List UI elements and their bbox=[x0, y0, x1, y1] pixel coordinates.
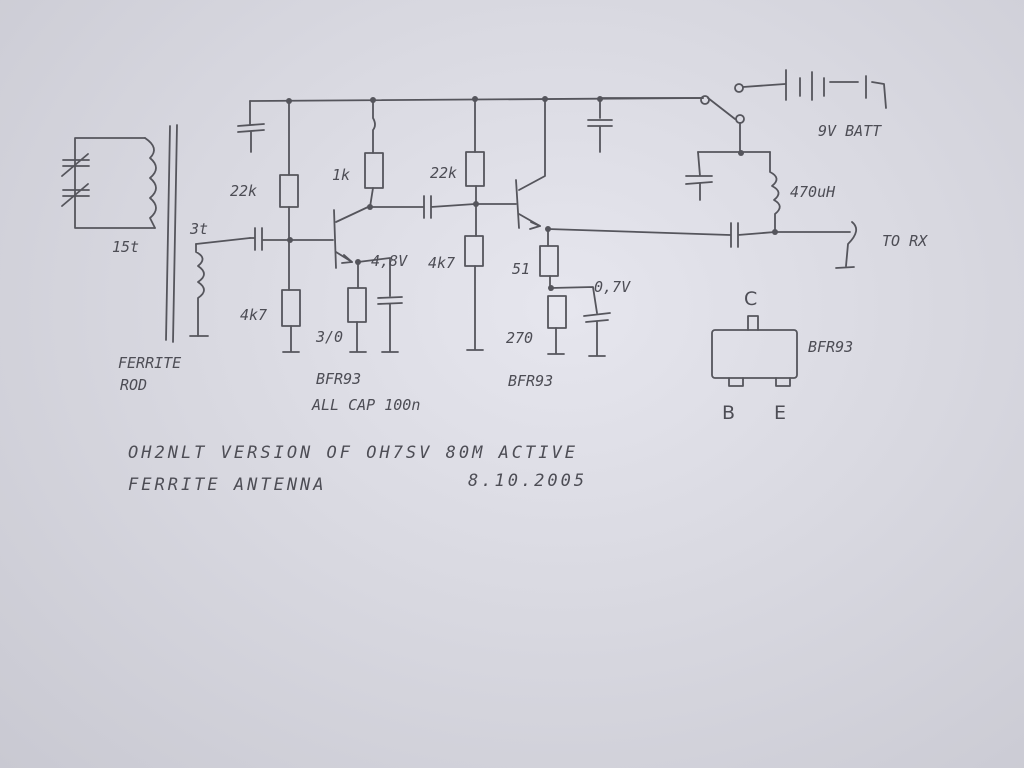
label-rod: ROD bbox=[120, 376, 147, 394]
label-51: 51 bbox=[512, 260, 530, 278]
label-0-7v: 0,7V bbox=[594, 278, 631, 296]
label-ferrite: FERRITE bbox=[118, 354, 181, 372]
label-15t: 15t bbox=[112, 238, 139, 256]
label-bfr93-2: BFR93 bbox=[508, 372, 553, 390]
pin-c-label: C bbox=[744, 288, 757, 310]
label-310: 3/0 bbox=[315, 328, 343, 346]
ferrite-rod bbox=[165, 124, 178, 343]
pin-e-label: E bbox=[774, 402, 786, 424]
supply-rail bbox=[237, 96, 704, 153]
label-22k-1: 22k bbox=[230, 182, 257, 200]
label-1k: 1k bbox=[332, 166, 350, 184]
battery-and-choke bbox=[599, 69, 887, 269]
label-9v-batt: 9V BATT bbox=[818, 122, 882, 140]
stage-2 bbox=[464, 98, 776, 357]
title-date: 8.10.2005 bbox=[468, 471, 587, 491]
title-line-2: FERRITE ANTENNA bbox=[128, 475, 327, 495]
label-4k7-2: 4k7 bbox=[428, 254, 455, 272]
label-4k7-1: 4k7 bbox=[240, 306, 267, 324]
label-3t: 3t bbox=[189, 220, 208, 238]
label-cap-note: ALL CAP 100n bbox=[311, 396, 420, 414]
stage-1 bbox=[249, 99, 476, 353]
label-bfr93-1: BFR93 bbox=[316, 370, 361, 388]
pin-b-label: B bbox=[722, 402, 735, 424]
secondary-coil bbox=[189, 237, 251, 337]
label-4-8v: 4,8V bbox=[371, 252, 408, 270]
label-470uh: 470uH bbox=[790, 183, 836, 201]
tuning-coil bbox=[61, 137, 157, 229]
label-to-rx: TO RX bbox=[882, 232, 928, 250]
label-22k-2: 22k bbox=[430, 164, 457, 182]
label-pinout-part: BFR93 bbox=[808, 338, 853, 356]
pinout-diagram bbox=[711, 315, 798, 387]
label-270: 270 bbox=[506, 329, 533, 347]
title-line-1: OH2NLT VERSION OF OH7SV 80M ACTIVE bbox=[128, 443, 578, 463]
